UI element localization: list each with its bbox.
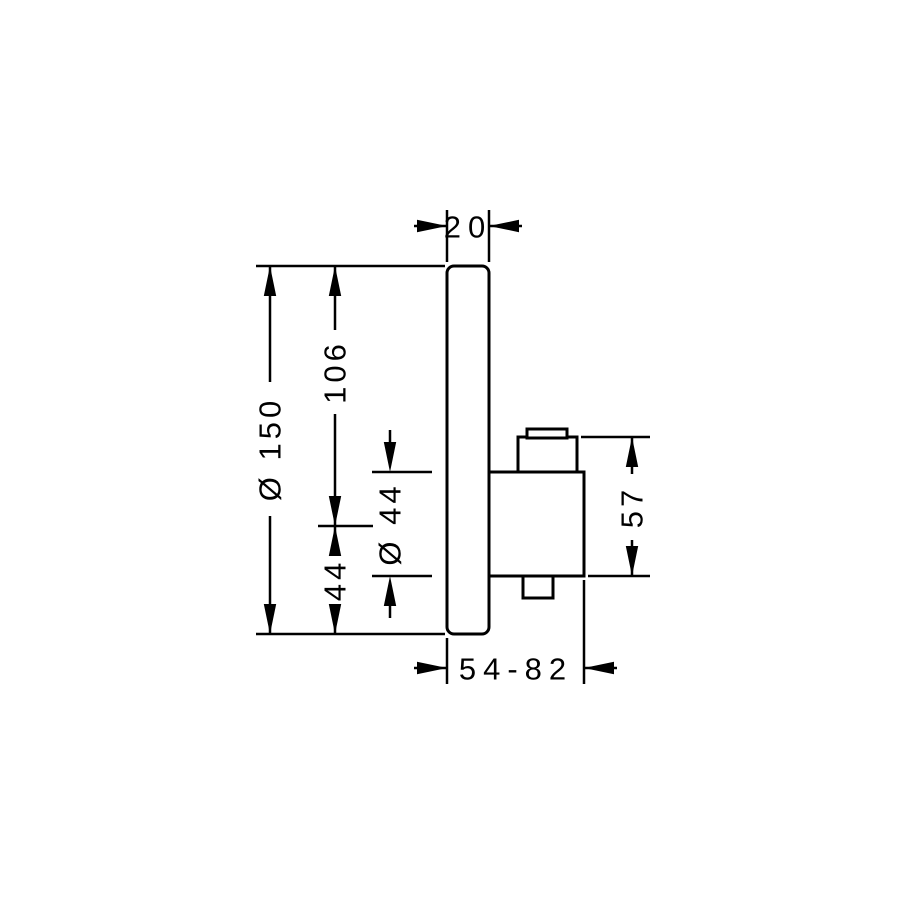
dim-label-plate-thickness: 20 [444, 210, 492, 245]
dim-arrow [263, 604, 277, 634]
dim-arrow [328, 266, 342, 296]
handle-stop-button [521, 574, 555, 600]
dim-plate-thickness: 20 [414, 210, 522, 262]
dim-label-installation-depth: 54-82 [459, 652, 573, 687]
handle-body [487, 470, 586, 578]
dim-center-to-bottom: 44 [318, 524, 373, 634]
dim-installation-depth: 54-82 [414, 580, 617, 687]
dim-plate-diameter: Ø 150 [253, 264, 445, 636]
dim-arrow [417, 661, 447, 675]
dim-arrow [383, 442, 397, 472]
dim-label-handle-height: 57 [615, 486, 650, 528]
dim-label-handle-diameter: Ø 44 [373, 482, 408, 565]
dim-arrow [328, 604, 342, 634]
dim-label-plate-diameter: Ø 150 [253, 397, 288, 501]
dim-handle-diameter: Ø 44 [372, 430, 432, 618]
product-outline [445, 264, 586, 636]
dim-label-center-to-bottom: 44 [318, 559, 353, 601]
dim-arrow [584, 661, 614, 675]
dim-arrow [383, 576, 397, 606]
handle-grip-fin [516, 435, 579, 474]
escutcheon-plate [445, 264, 491, 636]
dim-arrow [328, 526, 342, 556]
dim-top-to-center: 106 [318, 266, 353, 526]
dim-arrow [417, 219, 447, 233]
dim-arrow [328, 496, 342, 526]
handle-grip-fin-step [525, 427, 569, 440]
dim-label-top-to-center: 106 [318, 340, 353, 404]
dim-arrow [625, 437, 639, 467]
dim-arrow [489, 219, 519, 233]
dim-arrow [263, 266, 277, 296]
dim-arrow [625, 546, 639, 576]
dim-handle-height: 57 [581, 435, 650, 578]
